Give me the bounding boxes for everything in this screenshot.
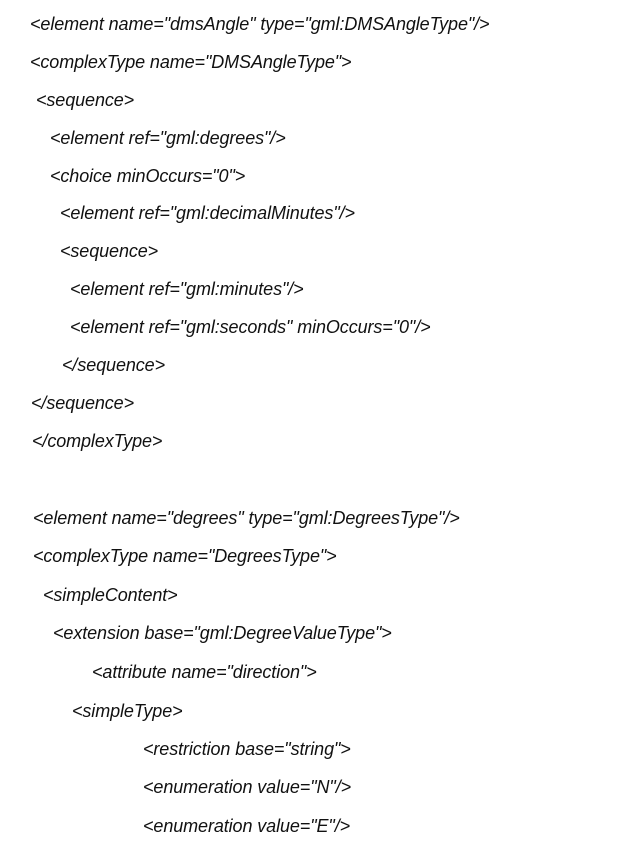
code-line: <element name="degrees" type="gml:Degree… xyxy=(33,508,460,528)
code-line: <simpleType> xyxy=(72,701,183,721)
code-line: <sequence> xyxy=(36,90,135,110)
code-line: <complexType name="DegreesType"> xyxy=(33,546,337,566)
code-line: <element ref="gml:seconds" minOccurs="0"… xyxy=(70,317,431,337)
code-line: <restriction base="string"> xyxy=(143,739,351,759)
code-line: <element ref="gml:degrees"/> xyxy=(50,128,286,148)
code-line: <element name="dmsAngle" type="gml:DMSAn… xyxy=(30,14,490,34)
code-line: </sequence> xyxy=(62,355,165,375)
code-line: </complexType> xyxy=(32,431,163,451)
code-line: <complexType name="DMSAngleType"> xyxy=(30,52,352,72)
code-line: </sequence> xyxy=(31,393,134,413)
code-line: <element ref="gml:minutes"/> xyxy=(70,279,304,299)
code-line: <element ref="gml:decimalMinutes"/> xyxy=(60,203,355,223)
code-line: <enumeration value="E"/> xyxy=(143,816,351,836)
code-line: <sequence> xyxy=(60,241,159,261)
code-line: <extension base="gml:DegreeValueType"> xyxy=(53,623,392,643)
code-line: <simpleContent> xyxy=(43,585,178,605)
code-line: <choice minOccurs="0"> xyxy=(50,166,246,186)
code-line: <enumeration value="N"/> xyxy=(143,777,352,797)
code-line: <attribute name="direction"> xyxy=(92,662,317,682)
